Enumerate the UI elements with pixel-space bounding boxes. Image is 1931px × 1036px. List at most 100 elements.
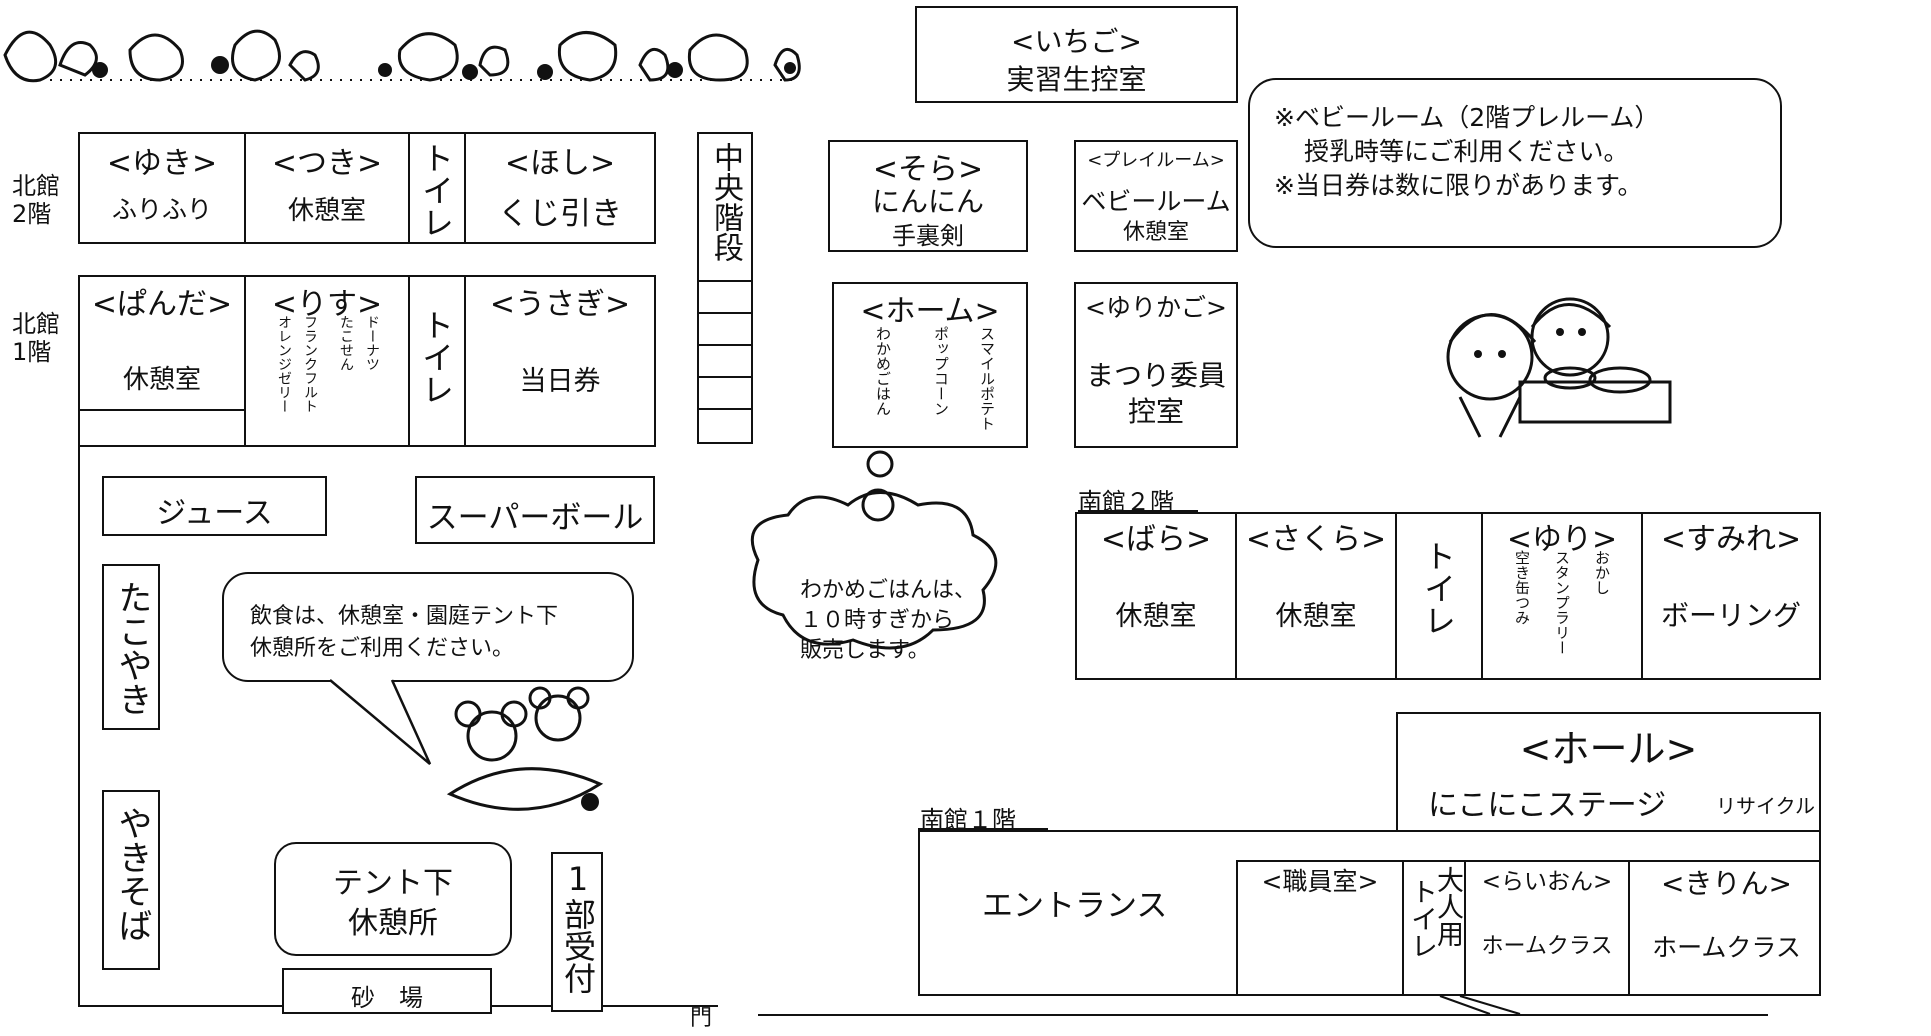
stall-juice-label: ジュース (156, 496, 273, 531)
room-playroom: <プレイルーム> ベビールーム 休憩室 (1074, 140, 1238, 252)
room-tsuki-name: <つき> (271, 146, 383, 181)
room-usagi-name: <うさぎ> (489, 287, 631, 322)
room-panda: <ぱんだ> 休憩室 (80, 277, 246, 445)
room-sumire-use: ボーリング (1660, 599, 1801, 632)
room-yuri-name: <ゆり> (1506, 522, 1618, 557)
stall-takoyaki-label: たこやき (112, 580, 152, 716)
room-staff: <職員室> (1238, 862, 1404, 994)
central-stairs-label: 中央階段 (708, 142, 743, 262)
stall-superball: スーパーボール (415, 476, 655, 544)
room-hoshi-use: くじ引き (498, 196, 622, 232)
room-yurikago: <ゆりかご> まつり委員 控室 (1074, 282, 1238, 448)
room-staff-name: <職員室> (1261, 867, 1379, 896)
item-smile-potato: スマイルポテト (978, 326, 996, 431)
wakame-bubble-line3: 販売します。 (800, 638, 930, 663)
room-bara: <ばら> 休憩室 (1077, 514, 1237, 678)
wakame-bubble-line1: わかめごはんは、 (800, 578, 977, 603)
room-yuki-name: <ゆき> (106, 146, 218, 181)
eating-bubble-line2: 休憩所をご利用ください。 (250, 636, 515, 661)
north1-toilet: トイレ (410, 277, 466, 445)
room-raion: <らいおん> ホームクラス (1466, 862, 1630, 994)
north-floor2-label: 北館 2階 (12, 172, 60, 228)
item-takosen: たこせん (338, 315, 354, 371)
wakame-bubble-line2: １０時すぎから (800, 608, 955, 633)
room-hoshi: <ほし> くじ引き (466, 134, 654, 242)
hall: <ホール> にこにこステージ リサイクル (1396, 712, 1821, 836)
room-panda-use: 休憩室 (122, 365, 201, 395)
north1-toilet-label: トイレ (417, 309, 455, 405)
room-sakura-name: <さくら> (1245, 522, 1387, 557)
room-raion-name: <らいおん> (1481, 869, 1613, 895)
room-sora-name: <そら> (872, 152, 984, 187)
north-floor1-label: 北館 1階 (12, 310, 60, 366)
south1-toilet: 大人用 トイレ (1404, 862, 1466, 994)
tent-rest-area: テント下 休憩所 (274, 842, 512, 956)
room-kirin: <きりん> ホームクラス (1630, 862, 1823, 994)
south-floor1-block: エントランス <職員室> 大人用 トイレ <らいおん> ホームクラス <きりん>… (918, 830, 1821, 996)
room-yurikago-use1: まつり委員 (1085, 359, 1226, 392)
south2-toilet-label: トイレ (1419, 540, 1457, 636)
room-ichigo-name: <いちご> (1011, 25, 1142, 58)
sandbox: 砂 場 (282, 968, 492, 1014)
entrance-label: エントランス (982, 888, 1168, 924)
room-yuki: <ゆき> ふりふり (80, 134, 246, 242)
eating-notice-bubble: 飲食は、休憩室・園庭テント下 休憩所をご利用ください。 (222, 572, 634, 682)
notice-line3: ※当日券は数に限りがあります。 (1274, 171, 1643, 200)
stall-yakisoba: やきそば (102, 790, 160, 970)
item-popcorn: ポップコーン (932, 326, 950, 416)
item-wakame-gohan: わかめごはん (874, 326, 892, 416)
room-yurikago-name: <ゆりかご> (1085, 293, 1227, 322)
item-donut: ドーナツ (364, 315, 380, 371)
item-okashi: おかし (1593, 550, 1611, 595)
tent-rest-line1: テント下 (333, 866, 453, 901)
room-home-name: <ホーム> (860, 294, 1000, 329)
room-panda-name: <ぱんだ> (91, 287, 233, 322)
squirrel-border-decoration (3, 29, 801, 83)
notice-line2: 授乳時等にご利用ください。 (1304, 137, 1629, 166)
room-playroom-use1: ベビールーム (1081, 187, 1231, 216)
room-tsuki-use: 休憩室 (287, 196, 366, 226)
item-frankfurt: フランクフルト (302, 315, 318, 413)
room-bara-name: <ばら> (1100, 522, 1212, 557)
wakame-cloud-bubble (750, 450, 998, 650)
reception: 1部受付 (551, 852, 603, 1012)
room-sora-use2: 手裏剣 (892, 222, 964, 250)
room-sumire: <すみれ> ボーリング (1643, 514, 1819, 678)
stall-yakisoba-label: やきそば (112, 806, 152, 942)
north-floor2-block: <ゆき> ふりふり <つき> 休憩室 トイレ <ほし> くじ引き (78, 132, 656, 244)
room-playroom-name: <プレイルーム> (1087, 150, 1225, 171)
room-yuri: <ゆり> おかし スタンプラリー 空き缶つみ (1483, 514, 1643, 678)
hall-name: <ホール> (1519, 727, 1698, 771)
room-bara-use: 休憩室 (1115, 601, 1197, 632)
room-tsuki: <つき> 休憩室 (246, 134, 410, 242)
room-yurikago-use2: 控室 (1127, 395, 1184, 428)
room-ichigo: <いちご> 実習生控室 (915, 6, 1238, 103)
room-kirin-name: <きりん> (1661, 867, 1792, 900)
eating-bubble-line1: 飲食は、休憩室・園庭テント下 (250, 604, 559, 629)
room-hoshi-name: <ほし> (504, 146, 616, 181)
room-ichigo-use: 実習生控室 (1006, 63, 1147, 96)
room-playroom-use2: 休憩室 (1122, 220, 1189, 245)
south-floor2-block: <ばら> 休憩室 <さくら> 休憩室 トイレ <ゆり> おかし スタンプラリー … (1075, 512, 1821, 680)
room-kirin-use: ホームクラス (1652, 933, 1801, 962)
hall-use: にこにこステージ (1428, 788, 1667, 823)
room-raion-use: ホームクラス (1481, 934, 1613, 959)
north2-toilet: トイレ (410, 134, 466, 242)
gate-path-lines (1439, 995, 1521, 1015)
north2-toilet-label: トイレ (417, 142, 455, 238)
room-risu-name: <りす> (271, 287, 383, 322)
item-orange-jelly: オレンジゼリー (276, 315, 292, 413)
central-stairs: 中央階段 (697, 132, 753, 444)
mice-illustration (446, 686, 604, 811)
gate-label: 門 (690, 1006, 713, 1031)
stall-takoyaki: たこやき (102, 564, 160, 730)
reception-label: 1部受付 (559, 860, 597, 994)
room-risu: <りす> ドーナツ たこせん フランクフルト オレンジゼリー (246, 277, 410, 445)
room-sumire-name: <すみれ> (1660, 522, 1802, 557)
south1-toilet-label: トイレ (1406, 878, 1437, 959)
sandbox-label: 砂 場 (351, 984, 423, 1012)
room-sakura: <さくら> 休憩室 (1237, 514, 1397, 678)
south1-adult-label: 大人用 (1432, 866, 1463, 947)
room-home: <ホーム> スマイルポテト ポップコーン わかめごはん (832, 282, 1028, 448)
stall-superball-label: スーパーボール (426, 500, 644, 536)
